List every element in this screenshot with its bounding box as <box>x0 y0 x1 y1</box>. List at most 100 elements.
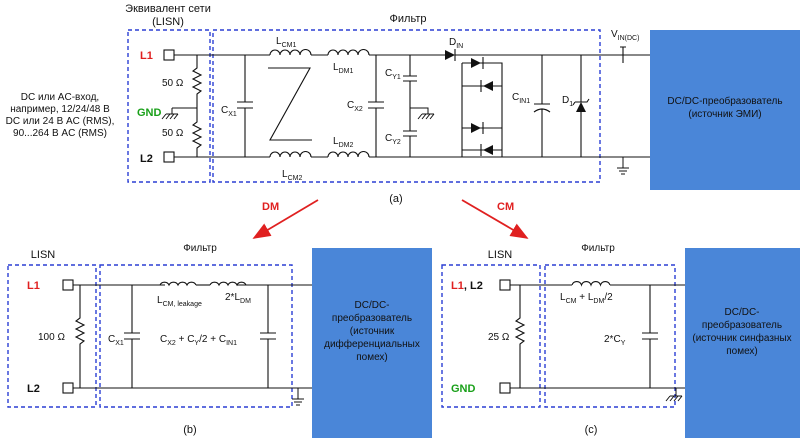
svg-text:90...264 В AC (RMS): 90...264 В AC (RMS) <box>13 128 107 139</box>
svg-text:CX1: CX1 <box>108 334 124 347</box>
converter-label-a1: DC/DC-преобразователь <box>667 95 782 107</box>
inductor-ldm1 <box>327 49 370 56</box>
gnd-label-c: GND <box>451 383 476 395</box>
filter-box-b <box>99 264 293 408</box>
svg-text:2*CY: 2*CY <box>604 334 626 347</box>
cap-ceq-b <box>260 285 276 388</box>
ground-a <box>617 157 629 175</box>
svg-text:LCM2: LCM2 <box>282 169 302 182</box>
caption-a: (a) <box>389 193 402 205</box>
terminal-l1-b <box>62 279 74 291</box>
r2-label: 50 Ω <box>162 128 184 139</box>
lcm-label-c: LCM + LDM/2 <box>560 292 613 305</box>
filter-title-b: Фильтр <box>183 243 217 254</box>
svg-text:(источник синфазных: (источник синфазных <box>692 332 791 344</box>
inductor-lcm1 <box>269 49 312 56</box>
resistor-100 <box>74 285 86 388</box>
svg-text:помех): помех) <box>356 352 388 363</box>
converter-block-c <box>685 248 800 438</box>
converter-block-a <box>650 30 800 190</box>
r1-label: 50 Ω <box>162 78 184 89</box>
terminal-l1l2-c <box>499 279 511 291</box>
svg-text:LDM1: LDM1 <box>333 62 353 75</box>
svg-text:помех): помех) <box>726 346 758 357</box>
resistor-50-bottom <box>191 108 203 157</box>
inductor-lcm-leak <box>159 281 197 287</box>
l1l2-label-c: L1, L2 <box>451 280 483 292</box>
diode-d1-a <box>576 102 586 112</box>
terminal-l2-b <box>62 382 74 394</box>
svg-text:2*LDM: 2*LDM <box>225 292 251 305</box>
dm-label: DM <box>262 201 279 213</box>
filter-box-c <box>544 264 676 408</box>
caption-c: (c) <box>585 424 598 436</box>
lisn-title-c: LISN <box>488 249 513 261</box>
terminal-l1-a <box>163 49 175 61</box>
svg-text:CY2: CY2 <box>385 133 401 146</box>
diagram-a: Эквивалент сети (LISN) Фильтр DC или AC-… <box>6 3 800 205</box>
lisn-title-line2: (LISN) <box>152 16 184 28</box>
svg-text:дифференциальных: дифференциальных <box>324 338 420 350</box>
terminal-l2-a <box>163 151 175 163</box>
svg-text:DIN: DIN <box>449 37 463 50</box>
l2-label-b: L2 <box>27 383 40 395</box>
svg-text:преобразователь: преобразователь <box>332 312 412 324</box>
inductor-2ldm <box>209 281 247 287</box>
svg-text:LCM1: LCM1 <box>276 36 296 49</box>
filter-title-c: Фильтр <box>581 243 615 254</box>
cm-label: CM <box>497 201 514 213</box>
chassis-gnd-c <box>665 388 683 402</box>
bridge-rectifier <box>461 57 503 157</box>
inductor-cm-c <box>571 281 611 287</box>
diode-din-a <box>445 50 455 60</box>
terminal-gnd-c <box>499 382 511 394</box>
converter-label-a2: (источник ЭМИ) <box>688 109 761 120</box>
svg-text:DC или 24 В AC (RMS),: DC или 24 В AC (RMS), <box>6 116 115 127</box>
lisn-box-b <box>7 264 97 408</box>
cap-cy2-a <box>403 108 417 157</box>
cy-gnd-a <box>410 107 435 120</box>
svg-text:CY1: CY1 <box>385 68 401 81</box>
lisn-title-b: LISN <box>31 249 56 261</box>
l1-label-a: L1 <box>140 50 153 62</box>
inductor-lcm2 <box>269 151 312 158</box>
svg-text:LCM, leakage: LCM, leakage <box>157 295 202 308</box>
resistor-25 <box>514 285 526 388</box>
svg-text:преобразователь: преобразователь <box>702 319 782 331</box>
cap-cy1-a <box>403 55 417 108</box>
chassis-gnd-a <box>161 108 179 120</box>
svg-text:DC/DC-: DC/DC- <box>725 307 760 318</box>
svg-text:VIN(DC): VIN(DC) <box>611 29 639 42</box>
svg-text:DC или AC-вход,: DC или AC-вход, <box>21 92 99 103</box>
ceq-label-b: CX2 + CY/2 + CIN1 <box>160 334 237 347</box>
l1-label-b: L1 <box>27 280 40 292</box>
svg-text:(источник: (источник <box>350 326 395 337</box>
cap-cx1-b <box>124 285 140 388</box>
lisn-box-c <box>441 264 541 408</box>
filter-box-a <box>212 29 601 183</box>
cm-arrow <box>461 199 529 239</box>
diagram-c: LISN Фильтр L1, L2 GND 25 Ω LCM + LDM/2 … <box>441 243 800 438</box>
resistor-50-top <box>191 55 203 108</box>
cap-cx1-a <box>237 55 253 157</box>
converter-block-b <box>312 248 432 438</box>
svg-text:LDM2: LDM2 <box>333 136 353 149</box>
svg-text:например, 12/24/48 В: например, 12/24/48 В <box>10 104 110 115</box>
cm-coupling-z <box>268 67 312 141</box>
dm-arrow <box>252 199 319 239</box>
ground-b <box>292 388 304 406</box>
cap-cin1-a <box>533 55 551 157</box>
lisn-box-a <box>127 29 211 183</box>
gnd-label-a: GND <box>137 107 162 119</box>
svg-text:CX1: CX1 <box>221 105 237 118</box>
r-label-b: 100 Ω <box>38 332 65 343</box>
lisn-title-line1: Эквивалент сети <box>125 3 211 15</box>
diagram-b: LISN Фильтр L1 L2 100 Ω CX1 LCM, leakage… <box>7 243 432 438</box>
caption-b: (b) <box>183 424 196 436</box>
r-label-c: 25 Ω <box>488 332 510 343</box>
svg-text:CIN1: CIN1 <box>512 92 530 105</box>
cap-2cy-c <box>642 285 658 388</box>
svg-text:D1: D1 <box>562 95 573 108</box>
